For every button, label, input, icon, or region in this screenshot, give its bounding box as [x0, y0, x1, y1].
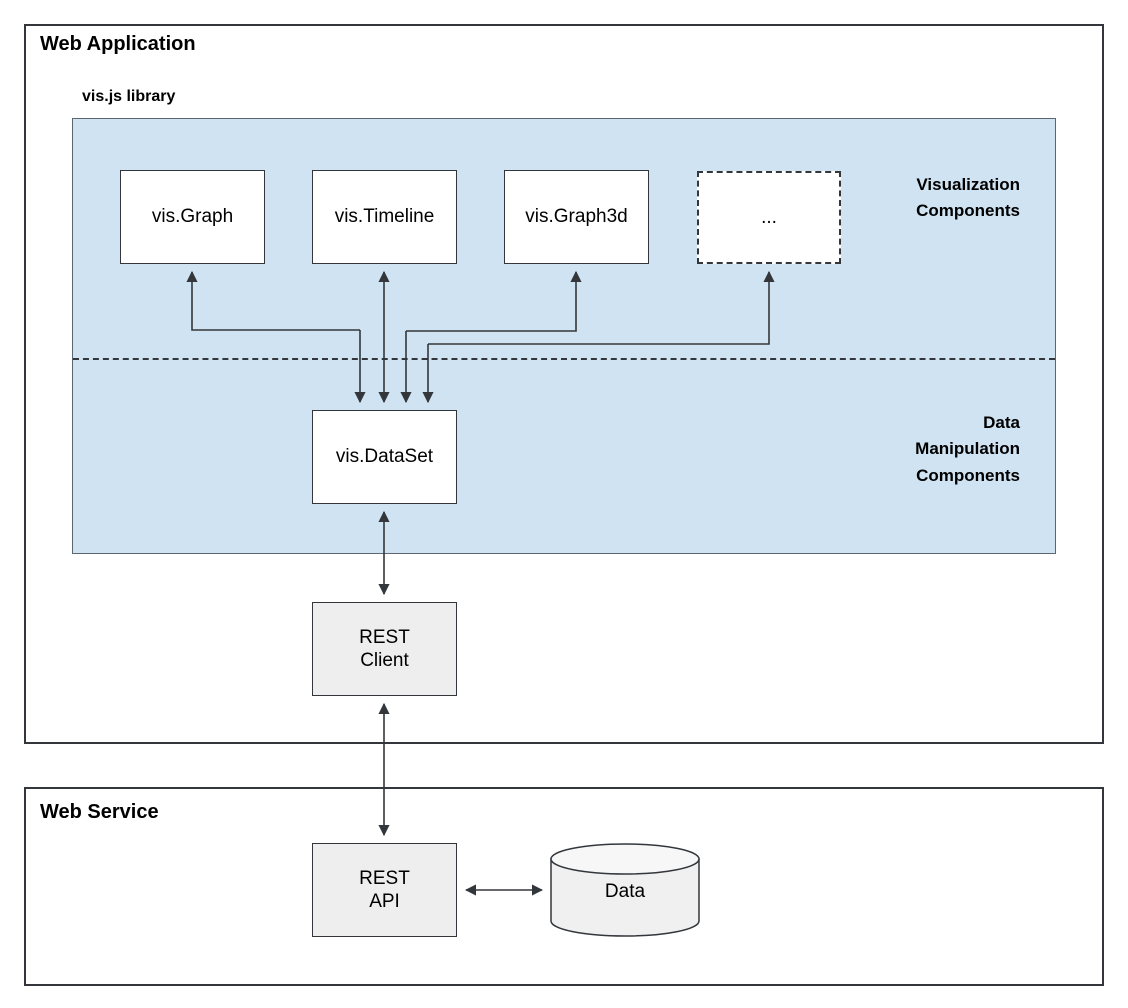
frame-web-application	[24, 24, 1104, 744]
node-vis-graph[interactable]: vis.Graph	[120, 170, 265, 264]
layer-divider	[73, 358, 1055, 360]
node-vis-dataset[interactable]: vis.DataSet	[312, 410, 457, 504]
library-label: vis.js library	[82, 88, 176, 105]
node-more-components[interactable]: ...	[697, 171, 841, 264]
frame-title-web-service: Web Service	[40, 801, 159, 823]
node-vis-timeline[interactable]: vis.Timeline	[312, 170, 457, 264]
frame-web-service	[24, 787, 1104, 986]
frame-title-web-application: Web Application	[40, 33, 196, 55]
node-data-store[interactable]: Data	[550, 843, 700, 937]
node-rest-client[interactable]: REST Client	[312, 602, 457, 696]
node-data-store-label: Data	[604, 881, 646, 902]
node-vis-graph3d[interactable]: vis.Graph3d	[504, 170, 649, 264]
node-rest-api[interactable]: REST API	[312, 843, 457, 937]
label-visualization-components: Visualization Components	[916, 175, 1020, 221]
label-data-manipulation-components: Data Manipulation Components	[915, 413, 1020, 485]
cylinder-shape	[550, 843, 700, 937]
